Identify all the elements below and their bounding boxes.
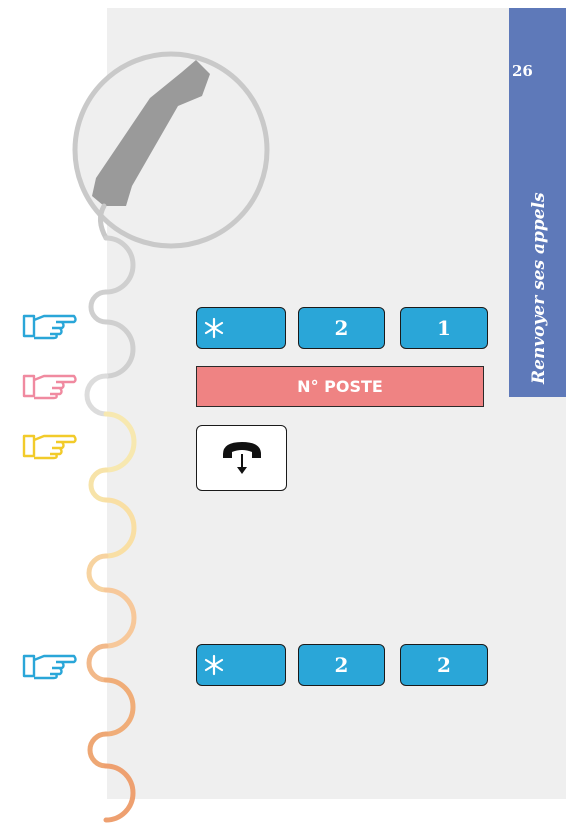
pointing-hand-icon (22, 432, 78, 460)
digit-key-2[interactable]: 2 (298, 644, 385, 686)
phone-cord (87, 206, 134, 820)
page-number: 26 (512, 62, 538, 80)
star-key-icon (203, 654, 225, 676)
hang-up-handset-icon (219, 434, 265, 480)
star-key-icon (203, 317, 225, 339)
star-key[interactable] (196, 307, 286, 349)
pointing-hand-icon (22, 652, 78, 680)
pointing-hand-icon (22, 372, 78, 400)
digit-key-2[interactable]: 2 (400, 644, 488, 686)
section-title: Renvoyer ses appels (529, 192, 549, 384)
hang-up-key[interactable] (196, 425, 287, 491)
digit-key-2[interactable]: 2 (298, 307, 385, 349)
extension-number-field[interactable]: N° POSTE (196, 366, 484, 407)
digit-key-1[interactable]: 1 (400, 307, 488, 349)
star-key[interactable] (196, 644, 286, 686)
pointing-hand-icon (22, 312, 78, 340)
